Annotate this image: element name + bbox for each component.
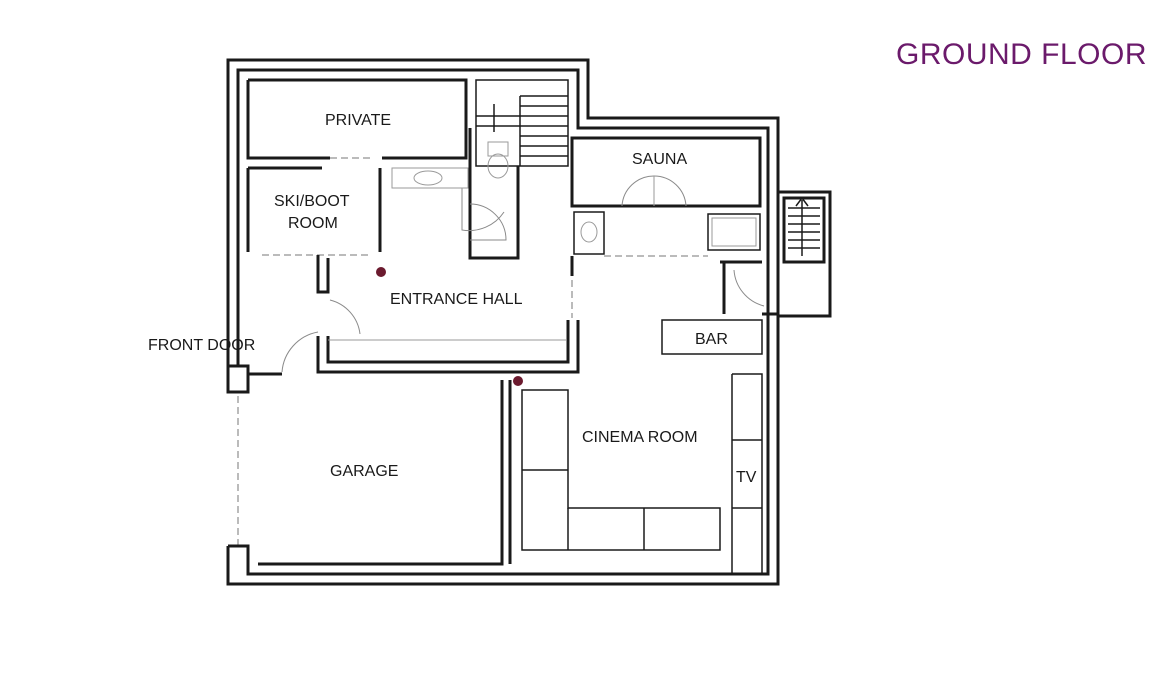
outer-walls (226, 58, 780, 586)
private-room (246, 78, 468, 160)
sauna-facilities (570, 211, 765, 314)
cinema-room (521, 373, 763, 574)
stairs-top (475, 79, 569, 167)
entrance-hall (316, 255, 580, 374)
label-front-door: FRONT DOOR (148, 337, 255, 354)
garage (228, 380, 512, 566)
wc (391, 128, 520, 260)
location-marker-icon (376, 267, 386, 277)
label-cinema-room: CINEMA ROOM (582, 429, 698, 446)
label-garage: GARAGE (330, 463, 398, 480)
label-private: PRIVATE (325, 112, 391, 129)
label-tv: TV (736, 469, 757, 486)
label-ski-boot-2: ROOM (288, 215, 338, 232)
bar (661, 312, 778, 355)
label-sauna: SAUNA (632, 151, 687, 168)
label-ski-boot-1: SKI/BOOT (274, 193, 350, 210)
sauna-room (570, 136, 762, 208)
label-entrance-hall: ENTRANCE HALL (390, 291, 523, 308)
stairs-side (778, 190, 832, 318)
ski-boot-room (246, 166, 382, 256)
location-marker-icon (513, 376, 523, 386)
floor-title: GROUND FLOOR (896, 38, 1148, 71)
label-bar: BAR (695, 331, 728, 348)
front-door (226, 331, 319, 394)
